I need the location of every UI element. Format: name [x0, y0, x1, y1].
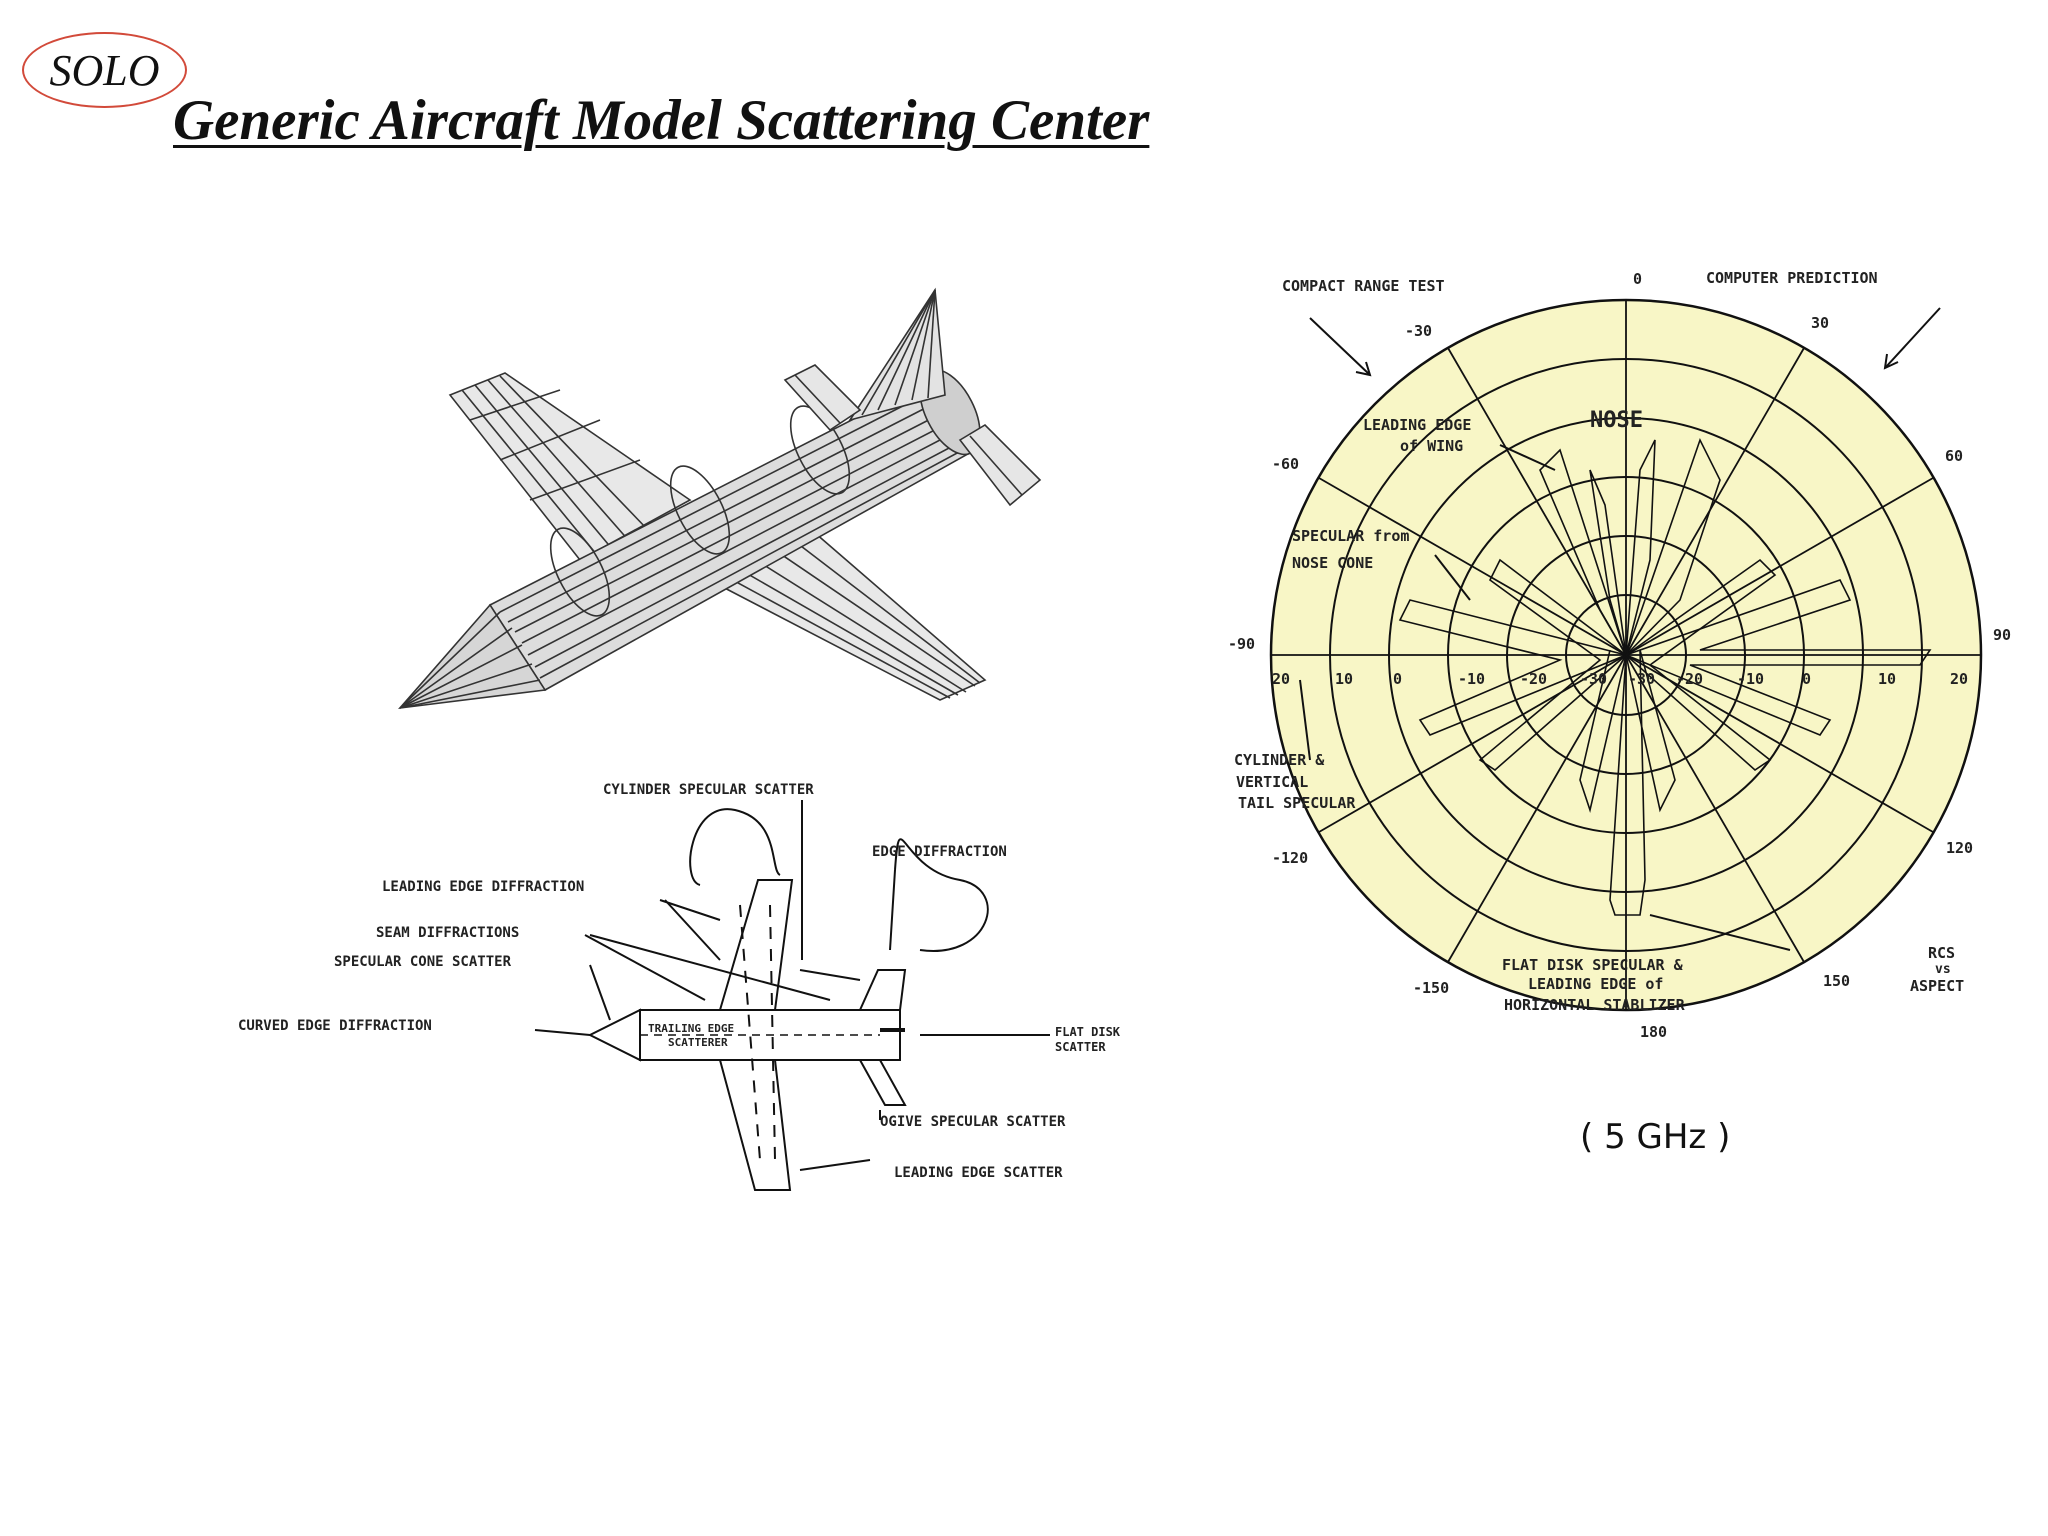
label-leading-edge-diffraction: LEADING EDGE DIFFRACTION	[382, 879, 584, 895]
radial-left-label: -20	[1520, 670, 1547, 688]
radial-left-label: 0	[1393, 670, 1402, 688]
label-cylinder-1: CYLINDER &	[1234, 751, 1325, 769]
angle-m90: -90	[1228, 635, 1255, 653]
label-cylinder-3: TAIL SPECULAR	[1238, 794, 1356, 812]
scatter-labels: CYLINDER SPECULAR SCATTER EDGE DIFFRACTI…	[238, 782, 1121, 1181]
rcs-pattern	[1398, 437, 1932, 916]
wing-upper-left	[448, 372, 692, 562]
label-flat-disk-2: LEADING EDGE of	[1528, 975, 1663, 993]
label-compact-range-test: COMPACT RANGE TEST	[1282, 277, 1445, 295]
angle-90: 90	[1993, 626, 2011, 644]
angle-180: 180	[1640, 1023, 1667, 1041]
polar-rcs-plot: COMPACT RANGE TEST COMPUTER PREDICTION N…	[1228, 269, 2011, 1157]
label-cylinder-specular: CYLINDER SPECULAR SCATTER	[603, 782, 814, 798]
frequency-label: ( 5 GHz )	[1580, 1117, 1730, 1157]
label-curved-edge-diffraction: CURVED EDGE DIFFRACTION	[238, 1018, 432, 1034]
radial-scale-left: 20 10 0 -10 -20 -30	[1272, 670, 1607, 688]
topview-tail-lower	[858, 1059, 907, 1106]
radial-right-label: -30	[1628, 670, 1655, 688]
label-nose: NOSE	[1590, 408, 1643, 433]
vertical-tail	[848, 287, 946, 422]
polar-arrows	[1299, 307, 1941, 951]
label-seam-diffractions: SEAM DIFFRACTIONS	[376, 925, 519, 941]
angle-120: 120	[1946, 839, 1973, 857]
radial-scale-right: -30 -20 -10 0 10 20	[1628, 670, 1968, 688]
label-specular-cone-scatter: SPECULAR CONE SCATTER	[334, 954, 512, 970]
angle-m30: -30	[1405, 322, 1432, 340]
angle-m150: -150	[1413, 979, 1449, 997]
label-flat-disk: FLAT DISK	[1055, 1025, 1121, 1039]
radial-right-label: 0	[1802, 670, 1811, 688]
label-trailing-edge: TRAILING EDGE	[648, 1022, 734, 1035]
badge-label: SOLO	[49, 45, 160, 95]
label-cylinder-2: VERTICAL	[1236, 773, 1308, 791]
label-flat-disk-3: HORIZONTAL STABLIZER	[1504, 996, 1686, 1014]
angle-150: 150	[1823, 972, 1850, 990]
topview-nose	[587, 1008, 641, 1062]
label-specular-nose-1: SPECULAR from	[1292, 527, 1409, 545]
topview-wing-lower	[718, 1059, 792, 1191]
horizontal-stabilizer	[783, 364, 1042, 507]
label-ogive-specular: OGIVE SPECULAR SCATTER	[880, 1114, 1066, 1130]
label-specular-nose-2: NOSE CONE	[1292, 554, 1373, 572]
radial-left-label: 10	[1335, 670, 1353, 688]
solo-badge: SOLO	[22, 32, 187, 108]
label-leading-edge-wing-2: of WING	[1400, 437, 1463, 455]
label-flat-disk-1: FLAT DISK SPECULAR &	[1502, 956, 1684, 974]
label-leading-edge-wing-1: LEADING EDGE	[1363, 416, 1471, 434]
radial-right-label: -20	[1676, 670, 1703, 688]
radial-right-label: -10	[1737, 670, 1764, 688]
nose-cone	[398, 603, 547, 710]
aircraft-topview	[534, 800, 1050, 1191]
aircraft-wireframe	[398, 287, 1042, 710]
label-rcs-1: RCS	[1928, 944, 1955, 962]
topview-tail-upper	[858, 969, 907, 1011]
radial-left-label: 20	[1272, 670, 1290, 688]
topview-wing-upper	[718, 879, 794, 1011]
radial-right-label: 20	[1950, 670, 1968, 688]
label-rcs-3: ASPECT	[1910, 977, 1964, 995]
label-flat-disk-scatter: SCATTER	[1055, 1040, 1106, 1054]
angle-m60: -60	[1272, 455, 1299, 473]
radial-left-label: -30	[1580, 670, 1607, 688]
label-rcs-2: vs	[1935, 962, 1951, 977]
radial-left-label: -10	[1458, 670, 1485, 688]
label-computer-prediction: COMPUTER PREDICTION	[1706, 269, 1878, 287]
angle-0: 0	[1633, 270, 1642, 288]
angle-30: 30	[1811, 314, 1829, 332]
page-title: Generic Aircraft Model Scattering Center	[173, 89, 1150, 152]
angle-m120: -120	[1272, 849, 1308, 867]
radial-right-label: 10	[1878, 670, 1896, 688]
label-edge-diffraction: EDGE DIFFRACTION	[872, 844, 1007, 860]
label-leading-edge-scatter: LEADING EDGE SCATTER	[894, 1165, 1063, 1181]
label-scatterer: SCATTERER	[668, 1036, 728, 1049]
angle-60: 60	[1945, 447, 1963, 465]
